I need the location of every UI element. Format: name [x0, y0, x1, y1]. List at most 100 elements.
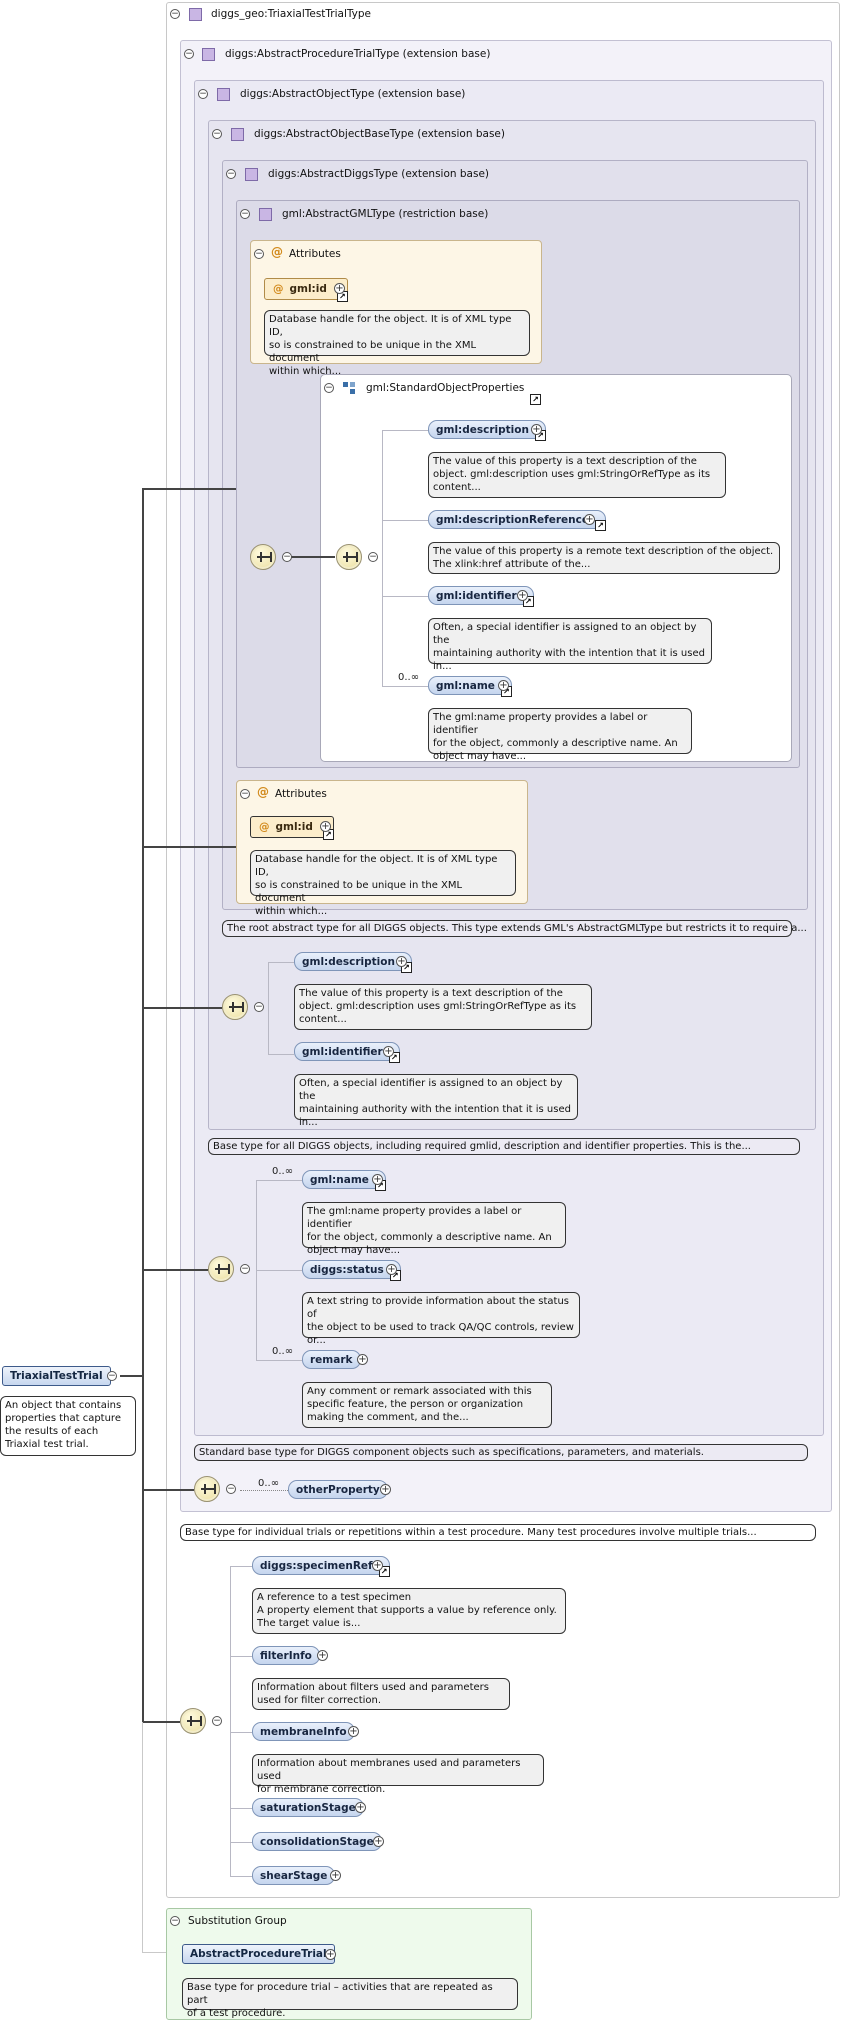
triaxial-element-shear-stage[interactable]: shearStage [252, 1866, 336, 1885]
complex-type-icon [245, 168, 258, 181]
object-element-name[interactable]: gml:name ↗ [302, 1170, 386, 1191]
connector-line [382, 430, 428, 431]
collapse-toggle-icon[interactable]: − [282, 552, 292, 562]
expand-plus-icon[interactable]: + [317, 1650, 328, 1661]
connector-line [230, 1566, 252, 1567]
connector-line [256, 1270, 302, 1271]
connector-line [382, 520, 428, 521]
expand-plus-icon[interactable]: + [325, 1949, 336, 1960]
collapse-toggle-icon[interactable]: − [226, 169, 236, 179]
object-element-remark[interactable]: remark [302, 1350, 361, 1369]
gml-id-doc: Database handle for the object. It is of… [264, 310, 530, 377]
expand-plus-icon[interactable]: + [320, 821, 331, 832]
expand-plus-icon[interactable]: + [498, 680, 509, 691]
procedure-doc: Base type for individual trials or repet… [180, 1524, 816, 1541]
element-label: diggs:status [310, 1264, 384, 1276]
main-connector-line [142, 1489, 194, 1491]
procedure-element-other-property[interactable]: otherProperty [288, 1480, 388, 1499]
main-connector-line [142, 846, 236, 848]
element-label: gml:description [302, 956, 395, 968]
connector-line [230, 1732, 252, 1733]
connector-line [268, 1054, 294, 1055]
gml-id-attribute[interactable]: @gml:id ↗ [250, 816, 334, 840]
panel-title-object-base: diggs:AbstractObjectBaseType (extension … [254, 128, 505, 140]
triaxial-element-consolidation-stage[interactable]: consolidationStage [252, 1832, 382, 1851]
panel-title-root-type: diggs_geo:TriaxialTestTrialType [211, 8, 371, 20]
attribute-at-icon: @ [259, 821, 270, 833]
collapse-toggle-icon[interactable]: − [240, 789, 250, 799]
element-label: gml:name [310, 1174, 369, 1186]
triaxial-element-filter-info[interactable]: filterInfo [252, 1646, 320, 1665]
expand-plus-icon[interactable]: + [386, 1264, 397, 1275]
sequence-compositor-icon[interactable] [180, 1708, 206, 1734]
gml-id-attribute[interactable]: @gml:id ↗ [264, 278, 348, 302]
reference-arrow-icon: ↗ [522, 596, 534, 607]
collapse-toggle-icon[interactable]: − [212, 1716, 222, 1726]
collapse-toggle-icon[interactable]: − [254, 249, 264, 259]
collapse-toggle-icon[interactable]: − [212, 129, 222, 139]
expand-plus-icon[interactable]: + [383, 1046, 394, 1057]
cardinality-label: 0..∞ [258, 1478, 280, 1489]
panel-title-diggs-type: diggs:AbstractDiggsType (extension base) [268, 168, 490, 180]
sequence-compositor-icon[interactable] [208, 1256, 234, 1282]
substitution-element-abstract-procedure-trial[interactable]: AbstractProcedureTrial [182, 1944, 335, 1964]
expand-plus-icon[interactable]: + [372, 1174, 383, 1185]
collapse-toggle-icon[interactable]: − [170, 9, 180, 19]
reference-arrow-icon: ↗ [594, 520, 606, 531]
object-base-element-identifier[interactable]: gml:identifier ↗ [294, 1042, 400, 1063]
collapse-toggle-icon[interactable]: − [368, 552, 378, 562]
substitution-element-label: AbstractProcedureTrial [190, 1948, 327, 1960]
triaxial-element-saturation-stage[interactable]: saturationStage [252, 1798, 364, 1817]
sequence-compositor-icon[interactable] [222, 994, 248, 1020]
element-label: shearStage [260, 1870, 328, 1882]
root-element-triaxial-test-trial[interactable]: TriaxialTestTrial [2, 1366, 111, 1386]
expand-plus-icon[interactable]: + [373, 1836, 384, 1847]
object-doc: Standard base type for DIGGS component o… [194, 1444, 808, 1461]
expand-plus-icon[interactable]: + [348, 1726, 359, 1737]
panel-title-procedure-trial: diggs:AbstractProcedureTrialType (extens… [225, 48, 491, 60]
connector-line [382, 686, 428, 687]
root-element-doc: An object that contains properties that … [0, 1396, 136, 1456]
sequence-compositor-icon[interactable] [250, 544, 276, 570]
element-label: diggs:specimenRef [260, 1560, 373, 1572]
expand-plus-icon[interactable]: + [517, 590, 528, 601]
collapse-toggle-icon[interactable]: − [107, 1371, 117, 1381]
expand-plus-icon[interactable]: + [584, 514, 595, 525]
object-base-doc: Base type for all DIGGS objects, includi… [208, 1138, 800, 1155]
collapse-toggle-icon[interactable]: − [254, 1002, 264, 1012]
triaxial-element-membrane-info[interactable]: membraneInfo [252, 1722, 355, 1741]
triaxial-element-specimen-ref[interactable]: diggs:specimenRef ↗ [252, 1556, 390, 1577]
expand-plus-icon[interactable]: + [372, 1560, 383, 1571]
element-doc: Information about filters used and param… [252, 1678, 510, 1710]
expand-plus-icon[interactable]: + [380, 1484, 391, 1495]
sequence-compositor-icon[interactable] [336, 544, 362, 570]
collapse-toggle-icon[interactable]: − [184, 49, 194, 59]
element-doc: Often, a special identifier is assigned … [428, 618, 712, 672]
collapse-toggle-icon[interactable]: − [240, 1264, 250, 1274]
substitution-group-title: Substitution Group [188, 1915, 287, 1927]
expand-plus-icon[interactable]: + [531, 424, 542, 435]
collapse-toggle-icon[interactable]: − [226, 1484, 236, 1494]
expand-plus-icon[interactable]: + [355, 1802, 366, 1813]
main-connector-line [142, 1007, 222, 1009]
expand-plus-icon[interactable]: + [334, 283, 345, 294]
std-props-element-description-reference[interactable]: gml:descriptionReference ↗ [428, 510, 606, 531]
expand-plus-icon[interactable]: + [396, 956, 407, 967]
collapse-toggle-icon[interactable]: − [324, 383, 334, 393]
complex-type-icon [259, 208, 272, 221]
collapse-toggle-icon[interactable]: − [240, 209, 250, 219]
collapse-toggle-icon[interactable]: − [170, 1916, 180, 1926]
expand-plus-icon[interactable]: + [357, 1354, 368, 1365]
std-props-element-description[interactable]: gml:description ↗ [428, 420, 546, 441]
collapse-toggle-icon[interactable]: − [198, 89, 208, 99]
std-props-element-identifier[interactable]: gml:identifier ↗ [428, 586, 534, 607]
expand-plus-icon[interactable]: + [330, 1870, 341, 1881]
std-props-element-name[interactable]: gml:name ↗ [428, 676, 512, 697]
object-base-element-description[interactable]: gml:description ↗ [294, 952, 412, 973]
sequence-compositor-icon[interactable] [194, 1476, 220, 1502]
object-element-status[interactable]: diggs:status ↗ [302, 1260, 401, 1281]
connector-line [256, 1360, 302, 1361]
cardinality-label: 0..∞ [272, 1166, 294, 1177]
connector-line [382, 430, 383, 686]
complex-type-icon [202, 48, 215, 61]
